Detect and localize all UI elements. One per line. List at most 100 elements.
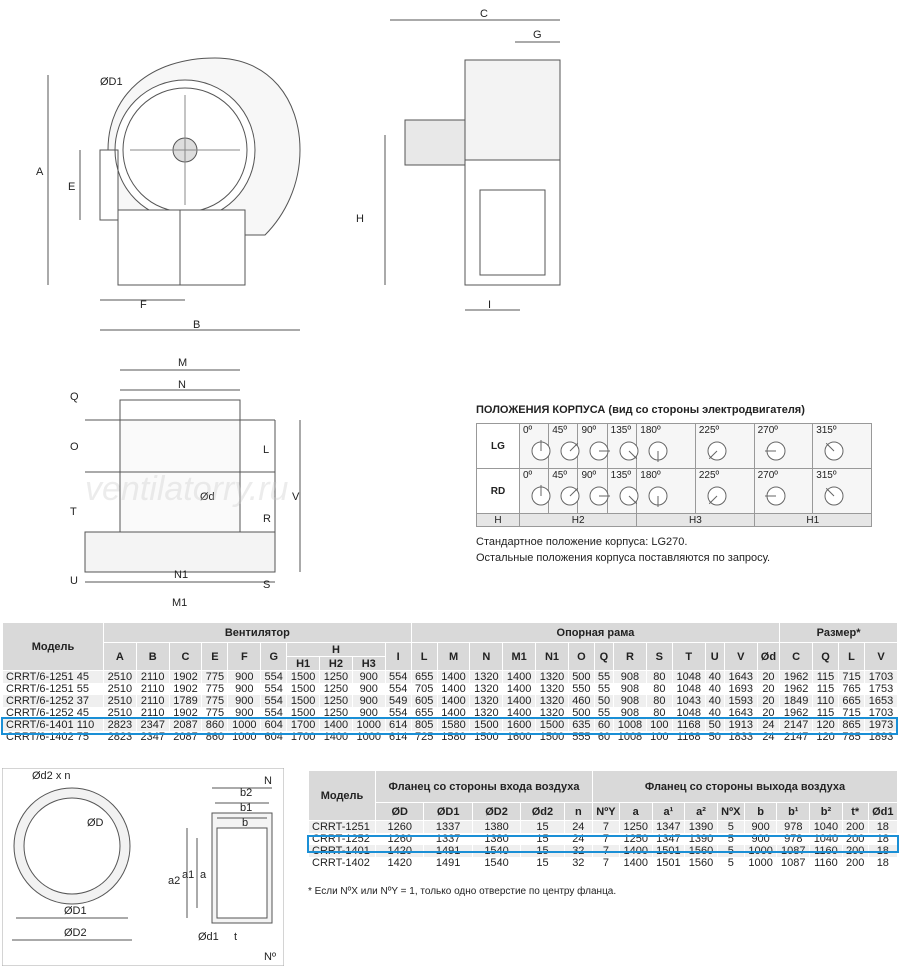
position-cell: 135º	[606, 423, 639, 469]
value-cell: 614	[384, 719, 412, 731]
value-cell: 1040	[809, 820, 843, 833]
col-frame-0: L	[410, 642, 438, 671]
value-cell: 5	[716, 820, 745, 833]
dim-d-label: Ød	[200, 491, 215, 503]
value-cell: 805	[410, 719, 438, 731]
value-cell: 1400	[436, 695, 471, 707]
value-cell: 24	[756, 719, 781, 731]
fan-housing-icon	[764, 441, 786, 461]
value-cell: 1700	[286, 719, 321, 731]
value-cell: 1902	[168, 707, 203, 719]
col-frame-11: V	[723, 642, 758, 671]
value-cell: 978	[776, 820, 811, 833]
value-cell: 2147	[779, 719, 814, 731]
fan-housing-icon	[531, 485, 551, 506]
value-cell: 554	[260, 707, 288, 719]
value-cell: 1653	[864, 695, 898, 707]
value-cell: 908	[613, 670, 647, 683]
value-cell: 2510	[103, 683, 137, 695]
dim-n1-label: N1	[174, 569, 188, 581]
value-cell: 554	[260, 683, 288, 695]
col-i: I	[384, 642, 412, 671]
value-cell: 7	[591, 857, 620, 869]
value-cell: 1043	[671, 695, 706, 707]
value-cell: 18	[867, 820, 899, 833]
value-cell: 705	[410, 683, 438, 695]
value-cell: 1500	[286, 670, 321, 683]
fan-housing-icon	[619, 486, 639, 506]
col-size-0: C	[779, 642, 814, 671]
fan-side-view-drawing: C G ØD1 A E F B H I	[36, 8, 561, 331]
value-cell: 2510	[103, 670, 137, 683]
value-cell: 2823	[103, 719, 137, 731]
value-cell: 604	[260, 719, 288, 731]
value-cell: 15	[520, 857, 565, 869]
value-cell: 1260	[374, 820, 425, 833]
group-inlet: Фланец со стороны входа воздуха	[375, 770, 593, 803]
position-angle: 315º	[816, 425, 837, 436]
dim-s-label: S	[263, 579, 270, 591]
position-angle: 45º	[552, 470, 567, 481]
col-outlet-2: a¹	[651, 802, 686, 821]
dim-r-label: R	[263, 513, 271, 525]
value-cell: 1500	[286, 707, 321, 719]
value-cell: 115	[812, 670, 840, 683]
value-cell: 1000	[743, 857, 778, 869]
value-cell: 1593	[723, 695, 758, 707]
dim-q-label: Q	[70, 391, 79, 403]
dim-m1-label: M1	[172, 597, 187, 609]
value-cell: 1500	[535, 719, 569, 731]
positions-footer-cell: H3	[636, 513, 755, 527]
position-angle: 0º	[523, 425, 533, 436]
value-cell: 1250	[319, 683, 353, 695]
value-cell: 100	[645, 719, 673, 731]
value-cell: 1250	[618, 820, 653, 833]
value-cell: 1400	[502, 670, 537, 683]
value-cell: 18	[867, 857, 899, 869]
value-cell: 655	[410, 670, 438, 683]
value-cell: 1048	[671, 683, 706, 695]
col-h-sub-1: H2	[319, 656, 353, 671]
col-frame-10: U	[704, 642, 725, 671]
group-fan: Вентилятор	[103, 622, 412, 643]
position-angle: 135º	[610, 470, 631, 481]
fan-housing-icon	[619, 441, 639, 461]
dim-f-label: F	[140, 299, 147, 311]
value-cell: 1400	[618, 857, 653, 869]
value-cell: 900	[227, 707, 262, 719]
value-cell: 1693	[723, 683, 758, 695]
col-outlet-4: NºX	[716, 802, 745, 821]
col-inlet-4: n	[563, 802, 593, 821]
value-cell: 1500	[469, 719, 504, 731]
position-cell: 270º	[753, 468, 814, 514]
dim-e-label: E	[68, 181, 75, 193]
col-frame-4: N1	[535, 642, 569, 671]
value-cell: 1087	[776, 857, 811, 869]
position-cell: 45º	[548, 468, 580, 514]
value-cell: 1420	[374, 857, 425, 869]
position-row-label: RD	[476, 468, 520, 514]
value-cell: 1320	[535, 695, 569, 707]
value-cell: 1753	[864, 683, 898, 695]
flange-d-label: ØD	[87, 817, 104, 829]
dim-b-label: B	[193, 319, 200, 331]
col-inlet-0: ØD	[374, 802, 425, 821]
value-cell: 115	[812, 707, 840, 719]
col-h: H	[286, 642, 386, 657]
value-cell: 1160	[809, 857, 843, 869]
position-angle: 270º	[757, 470, 778, 481]
value-cell: 715	[838, 670, 865, 683]
positions-footer-cell: H	[476, 513, 520, 527]
value-cell: 665	[838, 695, 865, 707]
value-cell: 865	[838, 719, 865, 731]
col-frame-5: O	[567, 642, 595, 671]
value-cell: 655	[410, 707, 438, 719]
col-frame-2: N	[469, 642, 504, 671]
flange-drawing: Ød2 x n ØD ØD1 ØD2 N b2 b1 b a2 a1 a Ød1…	[2, 768, 284, 966]
col-model: Модель	[2, 622, 104, 671]
value-cell: 20	[756, 683, 781, 695]
flange-a1-label: a1	[182, 869, 194, 881]
